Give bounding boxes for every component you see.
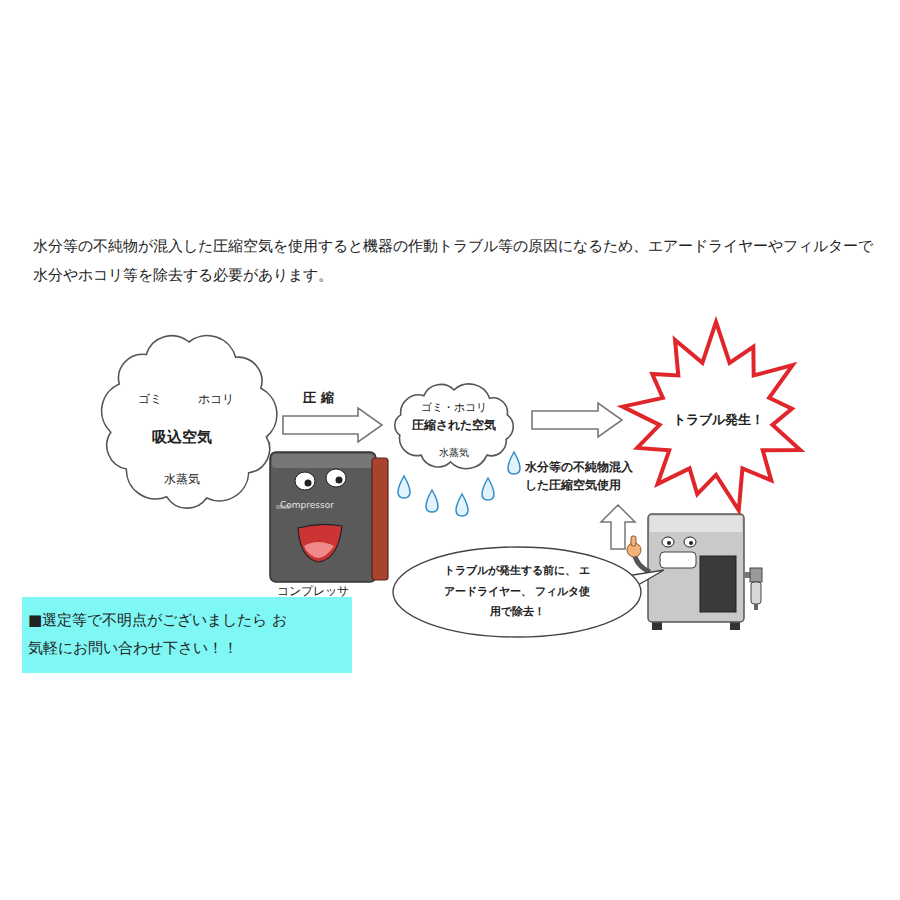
water-drops bbox=[398, 476, 410, 498]
compressor-figure bbox=[272, 454, 374, 468]
air-dryer-figure bbox=[754, 604, 758, 610]
compressor-nameplate: Compressor bbox=[280, 500, 334, 511]
compressed-cloud: ゴミ・ホコリ圧縮された空気水蒸気 bbox=[386, 378, 522, 474]
compressor-figure bbox=[298, 524, 342, 562]
trouble-burst: トラブル発生！ bbox=[618, 318, 814, 514]
air-dryer-figure bbox=[660, 552, 696, 568]
node-text: 水蒸気 bbox=[164, 472, 200, 488]
node-text: ホコリ bbox=[198, 392, 234, 408]
compressor-figure bbox=[305, 480, 312, 487]
air-dryer-figure bbox=[751, 582, 761, 604]
air-dryer-figure bbox=[662, 537, 674, 547]
cloud-outline bbox=[395, 384, 513, 469]
node-text: トラブルが発生する前に、 エアードライヤー、 フィルタ使用で除去！ bbox=[442, 561, 592, 624]
water-drops bbox=[482, 478, 494, 500]
air-dryer-figure bbox=[750, 568, 762, 582]
water-drops bbox=[456, 494, 468, 516]
air-dryer-figure bbox=[744, 572, 750, 578]
compressor-figure bbox=[270, 452, 376, 582]
compressor-figure bbox=[372, 458, 388, 580]
water-drops bbox=[426, 490, 438, 512]
contact-box: ■選定等で不明点がございましたら お気軽にお問い合わせ下さい！！ bbox=[22, 597, 352, 673]
water-drops bbox=[508, 452, 520, 474]
intro-paragraph: 水分等の不純物が混入した圧縮空気を使用すると機器の作動トラブル等の原因になるため… bbox=[33, 232, 873, 289]
node-text: ゴミ bbox=[138, 392, 162, 408]
edge-label: 圧 縮 bbox=[301, 389, 336, 407]
block-arrow bbox=[532, 403, 622, 437]
compressor-figure bbox=[270, 452, 388, 582]
air-dryer-figure bbox=[648, 514, 744, 622]
intake-cloud: ゴミ ホコリ吸込空気水蒸気 bbox=[98, 330, 280, 512]
compressor-figure bbox=[336, 477, 343, 484]
cloud-outline bbox=[102, 336, 277, 508]
node-text: トラブル発生！ bbox=[673, 412, 764, 429]
air-dryer-figure bbox=[667, 541, 671, 545]
speech-bubble: トラブルが発生する前に、 エアードライヤー、 フィルタ使用で除去！ bbox=[392, 546, 642, 638]
node-text: ■選定等で不明点がございましたら お気軽にお問い合わせ下さい！！ bbox=[28, 607, 290, 663]
air-dryer-figure bbox=[631, 536, 636, 546]
block-arrow bbox=[283, 408, 382, 442]
node-text: 圧縮された空気 bbox=[412, 418, 496, 434]
compressor-figure bbox=[326, 469, 346, 487]
node-text: ゴミ・ホコリ bbox=[421, 401, 487, 415]
node-text: 水蒸気 bbox=[439, 446, 469, 459]
starburst-outline bbox=[623, 322, 801, 510]
bubble-joint bbox=[606, 582, 611, 597]
up-arrow bbox=[601, 505, 635, 549]
air-dryer-figure bbox=[700, 556, 736, 612]
air-dryer-figure bbox=[684, 537, 696, 547]
air-dryer-figure bbox=[689, 541, 693, 545]
bubble-outline bbox=[393, 547, 641, 637]
compressor-figure bbox=[304, 542, 334, 558]
usage-note: 水分等の不純物混入 した圧縮空気使用 bbox=[525, 458, 641, 495]
compressor-figure bbox=[295, 472, 315, 490]
node-text: 吸込空気 bbox=[152, 428, 212, 448]
air-dryer-figure bbox=[650, 516, 742, 532]
